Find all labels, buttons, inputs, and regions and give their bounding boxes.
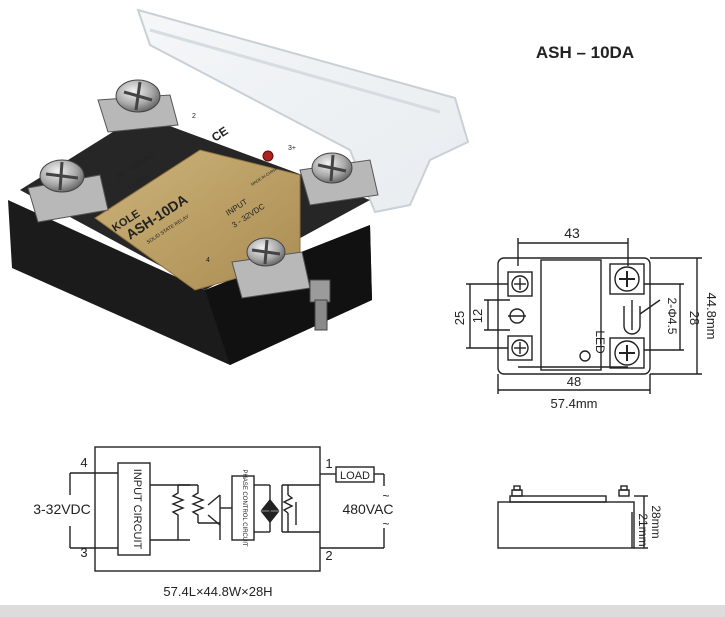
pin-2-label: 2 [325, 548, 332, 563]
dim-left-25: 25 [452, 311, 467, 325]
dim-left-12: 12 [470, 309, 485, 323]
dim-side-28: 28mm [649, 505, 663, 538]
clear-cover [136, 8, 470, 214]
screw-bottom-left-icon [511, 339, 529, 357]
terminal-left [27, 159, 109, 223]
dim-bottom-48: 48 [567, 374, 581, 389]
page-title: ASH – 10DA [536, 43, 634, 62]
top-view-drawing [466, 238, 702, 394]
screw-top-right-icon [614, 266, 640, 292]
relay-photo: KOLE ASH-10DA SOLID STATE RELAY 24 - 480… [8, 8, 470, 365]
output-voltage-label: 480VAC [342, 501, 393, 517]
triac-icon [260, 498, 280, 524]
mount-slot-right-icon [623, 306, 641, 335]
dim-right-28: 28 [687, 311, 702, 325]
phase-control-label: PHASE CONTROL CIRCUIT [241, 469, 247, 546]
pin-3-label: 3 [80, 545, 87, 560]
input-circuit-label: INPUT CIRCUIT [131, 469, 143, 550]
dim-bottom-57: 57.4mm [551, 396, 598, 411]
led-label: LED [593, 330, 607, 354]
screw-bottom-right-icon [614, 340, 640, 366]
wiring-schematic [69, 446, 385, 572]
bottom-strip [0, 605, 725, 617]
tilde-bottom: ~ [382, 517, 389, 531]
load-box-label: LOAD [340, 470, 370, 482]
dim-top-43: 43 [564, 225, 580, 241]
dim-right-44: 44.8mm [704, 293, 719, 340]
tilde-top: ~ [382, 489, 389, 503]
terminal-top-left [97, 79, 179, 133]
terminal-2-label: 2 [192, 113, 196, 120]
side-view-drawing [497, 485, 648, 549]
pin-1-label: 1 [325, 456, 332, 471]
dim-right-hole: 2-Φ4.5 [665, 298, 679, 335]
terminal-3-label: 3+ [288, 145, 296, 152]
led-indicator-icon [262, 150, 274, 162]
input-voltage-label: 3-32VDC [33, 501, 91, 517]
ce-mark: CE [209, 124, 231, 145]
led-marker-icon [579, 350, 591, 362]
terminal-right [299, 152, 379, 206]
terminal-bottom [231, 237, 311, 299]
dimensions-caption: 57.4L×44.8W×28H [163, 584, 272, 599]
pin-4-label: 4 [80, 455, 87, 470]
dim-side-21: 21mm [636, 513, 650, 546]
screw-top-left-icon [511, 275, 529, 293]
terminal-4-label: 4 [206, 257, 210, 264]
